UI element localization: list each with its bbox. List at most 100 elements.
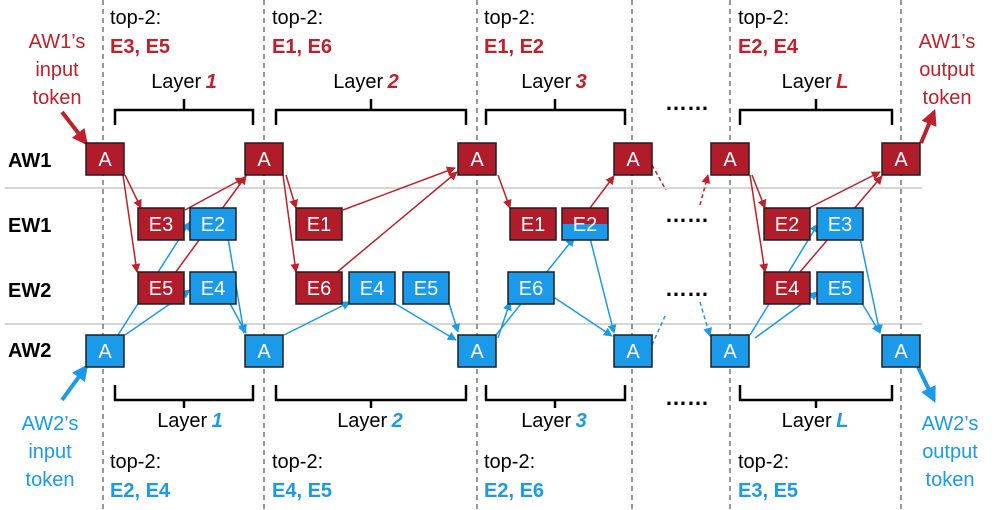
aw1-output-label: AW1’s output token: [919, 31, 976, 109]
flow-arrow: [804, 171, 881, 211]
ellipsis-bottom: ……: [665, 385, 709, 410]
aw1-input-line1: AW1’s: [29, 31, 86, 53]
top2-experts: E2, E4: [110, 480, 171, 502]
aw1-input-line2: input: [35, 59, 79, 81]
attention-box-label: A: [723, 341, 737, 363]
flow-arrow: [124, 174, 142, 209]
aw1-input-arrow: [60, 110, 88, 146]
flow-arrow: [589, 237, 617, 334]
attention-box: [244, 142, 284, 176]
flow-arrow: [751, 174, 767, 209]
row-label-ew1: EW1: [8, 215, 51, 237]
expert-box-blue: [507, 271, 555, 305]
row-label-ew2: EW2: [8, 280, 51, 302]
expert-box-red: [763, 207, 811, 241]
aw2-input-line3: token: [26, 469, 75, 491]
flow-arrow: [749, 174, 769, 273]
expert-box-split: [562, 224, 608, 240]
expert-boxes: E3 E2 E5 E4 E1 E6 E4 E5 E1 E2 E6: [137, 207, 864, 305]
expert-box-blue: [189, 207, 237, 241]
aw1-output-line2: output: [919, 59, 975, 81]
ellipsis-markers: …… …… …… ……: [665, 90, 709, 410]
expert-box-label: E6: [307, 278, 331, 300]
row-label-aw2: AW2: [8, 340, 51, 362]
layer-label: Layer 3: [521, 71, 587, 93]
expert-box-blue: [816, 207, 864, 241]
top2-prefix: top-2:: [484, 451, 535, 473]
expert-box-split: [562, 208, 608, 224]
flow-arrow: [497, 301, 512, 339]
attention-box: [85, 142, 125, 176]
attention-box: [457, 334, 497, 368]
aw2-input-arrow: [60, 364, 88, 402]
flow-arrow: [335, 171, 458, 274]
expert-box-label: E1: [521, 214, 545, 236]
top2-prefix: top-2:: [110, 7, 161, 29]
attention-box-label: A: [257, 149, 271, 171]
expert-box-label: E4: [201, 278, 225, 300]
flow-arrow: [551, 295, 613, 337]
ellipsis-ew1: ……: [665, 202, 709, 227]
ellipsis-top: ……: [665, 90, 709, 115]
attention-box: [613, 334, 653, 368]
flow-arrow: [227, 299, 247, 334]
attention-box-label: A: [894, 149, 908, 171]
flow-arrow: [859, 237, 883, 334]
aw2-output-line1: AW2’s: [922, 413, 979, 435]
aw2-output-line2: output: [922, 441, 978, 463]
attention-box-label: A: [257, 341, 271, 363]
expert-box-label: E3: [828, 214, 852, 236]
expert-box-label: E5: [828, 278, 852, 300]
top2-prefix: top-2:: [272, 7, 323, 29]
aw2-output-label: AW2’s output token: [922, 413, 979, 491]
layer-bracket: [274, 108, 468, 125]
layer-label: Layer 3: [521, 410, 587, 432]
flow-arrow: [589, 175, 615, 209]
layer-bracket: [274, 385, 468, 402]
flow-arrow: [342, 166, 456, 211]
expert-box-label: E1: [307, 214, 331, 236]
attention-box-label: A: [98, 341, 112, 363]
attention-box-label: A: [626, 341, 640, 363]
expert-box-blue: [816, 271, 864, 305]
expert-box-label: E2: [775, 214, 799, 236]
expert-box-red: [295, 271, 343, 305]
aw2-input-label: AW2’s input token: [22, 413, 79, 491]
aw2-input-line1: AW2’s: [22, 413, 79, 435]
attention-box-label: A: [723, 149, 737, 171]
layer-brackets-top: [113, 99, 894, 125]
aw2-input-line2: input: [28, 441, 72, 463]
expert-box-label: E5: [149, 278, 173, 300]
expert-box-label: E4: [775, 278, 799, 300]
flow-arrow: [497, 174, 512, 209]
flow-arrow: [283, 301, 351, 336]
layer-bracket: [738, 108, 894, 125]
attention-box-label: A: [470, 341, 484, 363]
top2-prefix: top-2:: [110, 451, 161, 473]
expert-box-red: [763, 271, 811, 305]
flow-arrow: [699, 301, 713, 337]
attention-box-label: A: [626, 149, 640, 171]
top2-experts: E2, E6: [484, 480, 544, 502]
flow-arrow: [184, 177, 245, 211]
top2-prefix: top-2:: [272, 451, 323, 473]
aw2-output-arrow: [916, 366, 936, 403]
expert-box-label: E4: [360, 278, 384, 300]
aw1-output-line1: AW1’s: [919, 31, 976, 53]
layer-label: Layer 2: [337, 410, 403, 432]
expert-box-label: E3: [149, 214, 173, 236]
aw1-input-label: AW1’s input token: [29, 31, 86, 109]
layer-label: Layer 1: [151, 71, 217, 93]
layer-labels-bottom: Layer 1 Layer 2 Layer 3 Layer L: [157, 410, 848, 432]
flow-arrow: [285, 174, 298, 209]
aw2-top2-labels: top-2: E2, E4 top-2: E4, E5 top-2: E2, E…: [110, 451, 798, 502]
expert-box-outline: [561, 207, 609, 241]
attention-box-label: A: [894, 341, 908, 363]
flow-arrow: [393, 302, 457, 341]
aw1-top2-labels: top-2: E3, E5 top-2: E1, E6 top-2: E1, E…: [110, 7, 799, 58]
layer-label: Layer L: [782, 71, 849, 93]
top2-experts: E1, E2: [484, 36, 544, 58]
expert-box-label: E5: [414, 278, 438, 300]
